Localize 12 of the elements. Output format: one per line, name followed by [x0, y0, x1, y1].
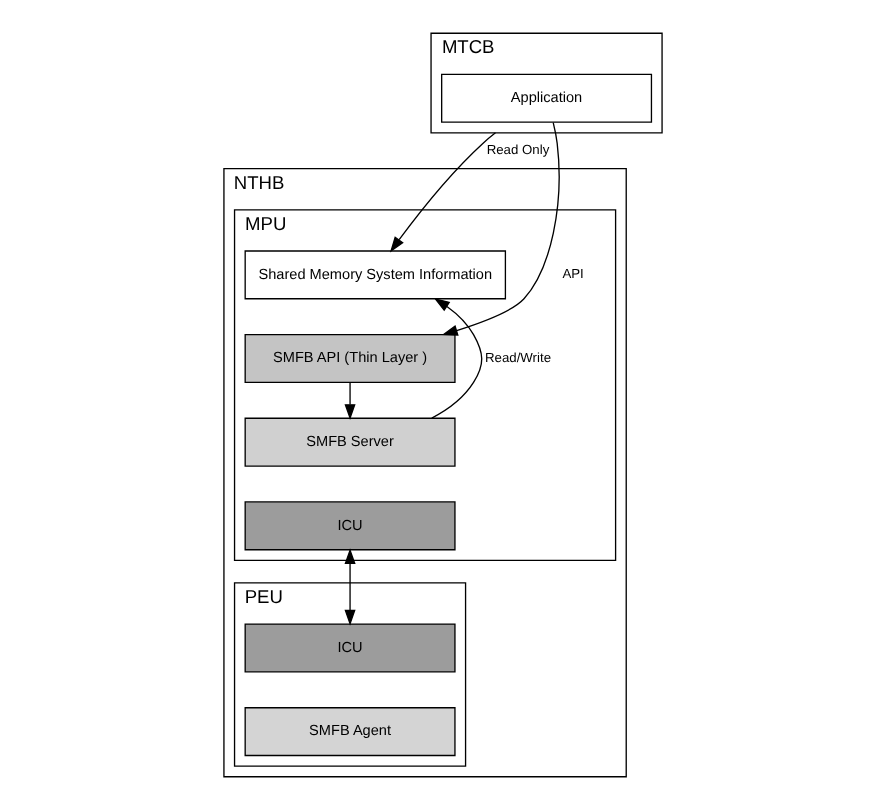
node-box: ICU [243, 623, 455, 673]
arrow [343, 382, 355, 421]
node-box: Application [440, 73, 652, 123]
node-box: SMFB Server [243, 417, 455, 467]
arrow [440, 121, 559, 336]
node-box: SMFB Agent [243, 707, 455, 757]
arrow [388, 132, 496, 253]
node-box: ICU [243, 501, 455, 551]
node-box: Shared Memory System Information [243, 250, 506, 300]
arrow [343, 548, 355, 626]
node-box: SMFB API (Thin Layer ) [243, 333, 455, 384]
arrow [430, 297, 482, 419]
